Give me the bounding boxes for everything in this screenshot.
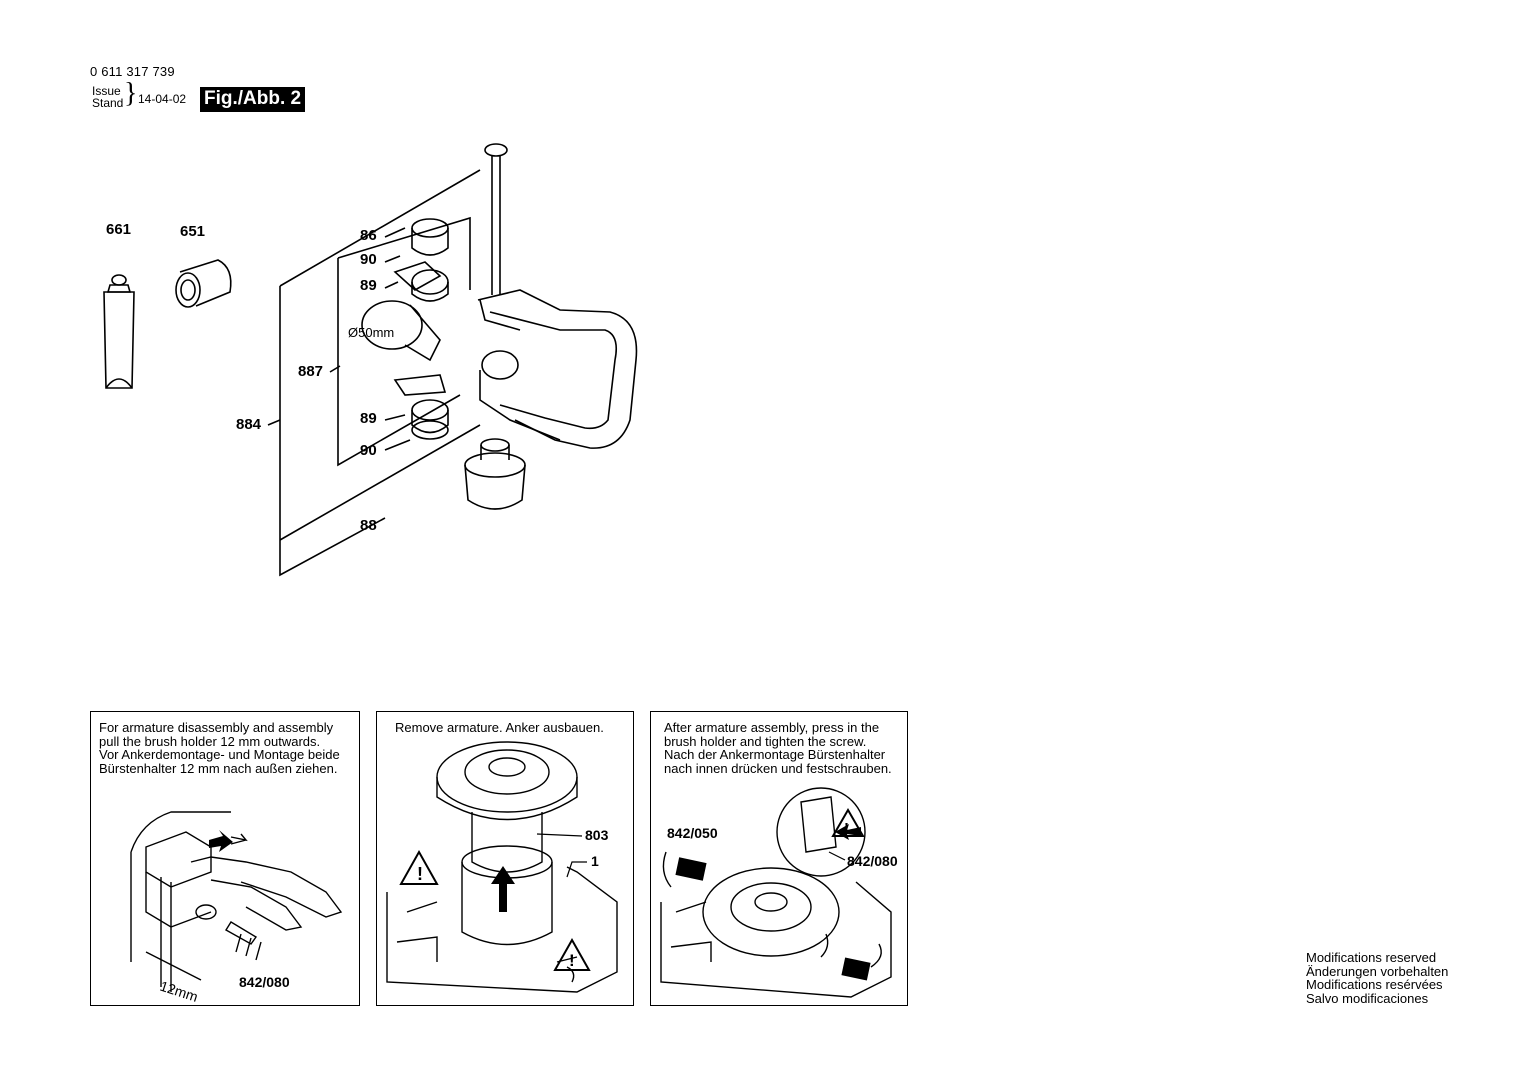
panel-2-drawing: ! ! 803 1 (386, 741, 618, 993)
svg-text:!: ! (569, 951, 575, 970)
exploded-diagram: 661 651 86 90 89 Ø50mm 887 884 89 90 88 (103, 143, 638, 577)
callout-90-bottom: 90 (360, 442, 377, 459)
modifications-fr: Modifications resérvées (1306, 977, 1443, 992)
modifications-notice: Modifications reserved Änderungen vorbeh… (1306, 951, 1448, 1005)
panel-2-part-1: 1 (591, 853, 599, 869)
instruction-panel-3: After armature assembly, press in the br… (650, 711, 908, 1006)
brace-glyph: } (124, 78, 138, 109)
issue-label: Issue (92, 84, 121, 98)
modifications-en: Modifications reserved (1306, 950, 1437, 965)
panel-1-dimension: 12mm (158, 978, 200, 1005)
sleeve-drawing (175, 259, 232, 308)
panel-2-part-803: 803 (585, 827, 609, 843)
stand-label: Stand (92, 96, 124, 110)
figure-label: Fig./Abb. 2 (200, 87, 306, 112)
panel-2-text: Remove armature. Anker ausbauen. (395, 720, 604, 735)
bracket-884 (279, 286, 386, 577)
diameter-label: Ø50mm (348, 325, 394, 340)
instruction-panel-1: For armature disassembly and assembly pu… (90, 711, 360, 1006)
callout-86: 86 (360, 227, 377, 244)
callout-89-bottom: 89 (360, 410, 377, 427)
svg-text:!: ! (417, 864, 423, 884)
panel-1-part-842-080: 842/080 (239, 974, 290, 990)
panel-3-part-842-050: 842/050 (667, 825, 718, 841)
callout-89-top: 89 (360, 277, 377, 294)
modifications-de: Änderungen vorbehalten (1306, 963, 1449, 979)
panel-3-text: After armature assembly, press in the br… (664, 720, 892, 776)
callout-884: 884 (236, 416, 262, 433)
grease-tube-drawing (103, 274, 135, 389)
callout-661: 661 (106, 221, 131, 238)
issue-stand-label: Issue Stand (92, 85, 123, 109)
callout-887: 887 (298, 363, 323, 380)
instruction-panel-2: Remove armature. Anker ausbauen. ! ! 803… (376, 711, 634, 1006)
panel-1-drawing: 12mm 842/080 (130, 811, 343, 1005)
callout-88: 88 (360, 517, 377, 534)
panel-3-part-842-080: 842/080 (847, 853, 898, 869)
issue-date: 14-04-02 (138, 92, 187, 106)
callout-651: 651 (180, 223, 205, 240)
part-number: 0 611 317 739 (90, 64, 175, 79)
modifications-es: Salvo modificaciones (1306, 990, 1429, 1006)
callout-90-top: 90 (360, 251, 377, 268)
panel-3-drawing: ! 842/050 842/080 (660, 787, 898, 998)
panel-1-text: For armature disassembly and assembly pu… (99, 720, 340, 776)
